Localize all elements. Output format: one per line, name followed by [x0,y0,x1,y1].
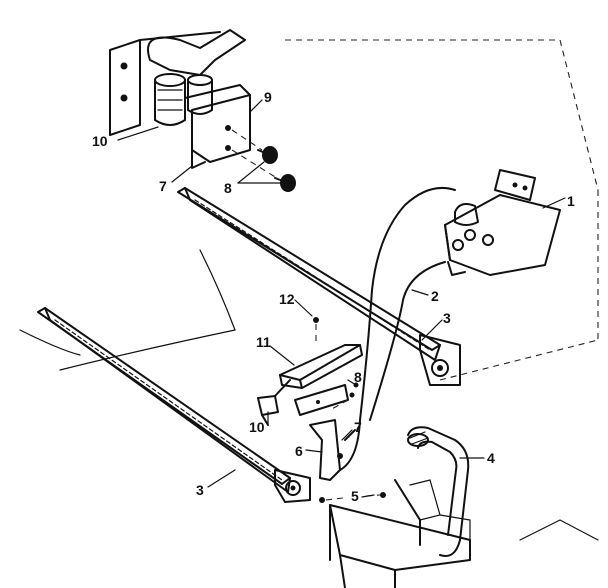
callout-1: 1 [567,193,575,209]
callout-8-lower: 8 [354,369,362,385]
callout-6: 6 [295,443,303,459]
callout-2: 2 [431,288,439,304]
callout-12: 12 [279,291,295,307]
gas-tube [339,186,456,471]
callout-8-upper: 8 [224,180,232,196]
callout-7-upper: 7 [159,178,167,194]
valve-bracket-assembly [109,29,251,169]
lower-burner [37,307,311,503]
support-frame [329,479,599,588]
callout-10-lower: 10 [249,419,265,435]
screw-12 [313,317,319,345]
screws-8-lower [329,382,359,411]
manifold-tube [407,426,470,557]
callout-3-upper: 3 [443,310,451,326]
callout-9: 9 [264,89,272,105]
callout-4: 4 [487,450,495,466]
callout-5: 5 [351,488,359,504]
ignitor-bracket [294,384,349,416]
callout-3-lower: 3 [196,482,204,498]
heat-deflector [279,344,363,389]
ignitor [257,379,291,426]
upper-burner [177,187,461,386]
callout-10-upper: 10 [92,133,108,149]
gas-valve [444,169,561,276]
frame-outline [19,39,599,381]
callout-11: 11 [256,334,271,350]
leader-lines [117,99,566,498]
screw-guide-lower [231,149,281,181]
gas-tube-secondary [369,261,446,421]
screw-upper [257,146,278,164]
callout-7-lower: 7 [354,419,362,435]
screw-guide-upper [231,129,263,151]
orifice-bracket [309,419,356,481]
screw-lower [274,174,296,192]
